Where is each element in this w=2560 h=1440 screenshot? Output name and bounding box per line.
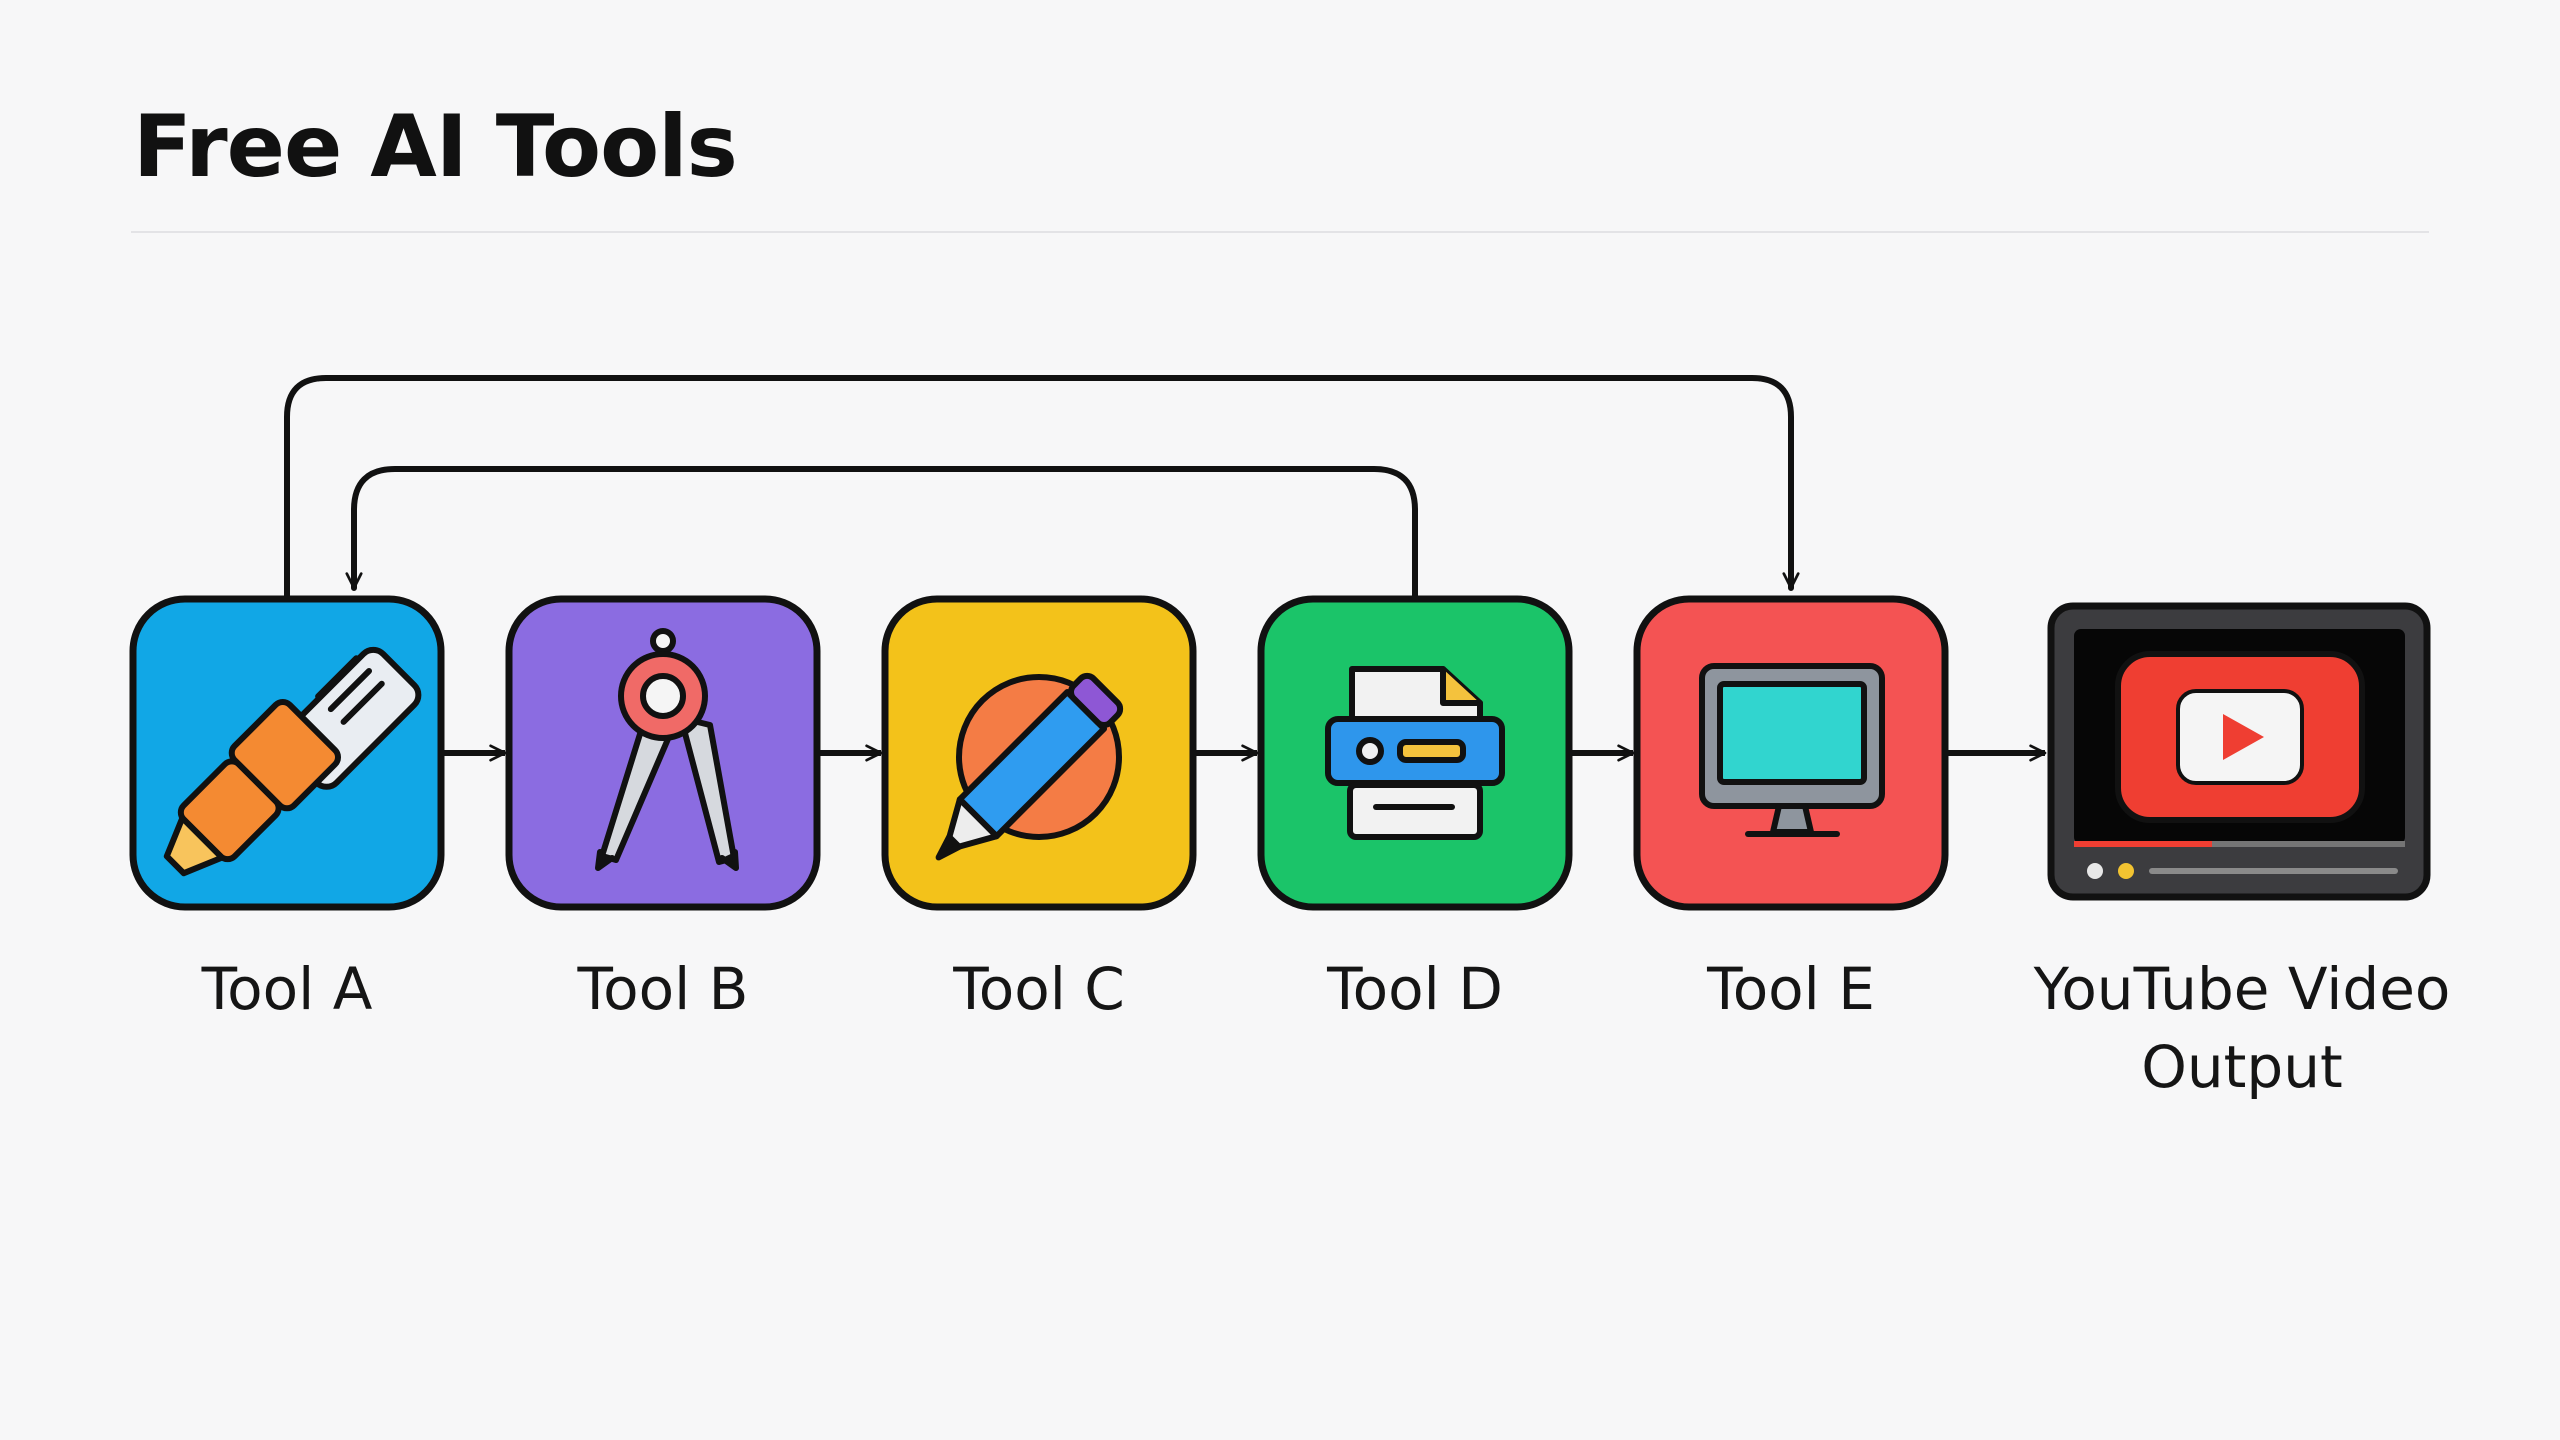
connector-tool-d-to-tool-b bbox=[345, 466, 1418, 600]
tool-d-label: Tool D bbox=[1326, 955, 1503, 1023]
tool-a-label: Tool A bbox=[201, 955, 373, 1023]
node-youtube-output[interactable]: YouTube Video Output bbox=[2033, 602, 2451, 1101]
youtube-output-label-line1: YouTube Video bbox=[2033, 955, 2451, 1023]
tool-b-label: Tool B bbox=[577, 955, 749, 1023]
pencil-icon bbox=[935, 672, 1124, 861]
video-control-dot-yellow bbox=[2118, 863, 2134, 879]
node-tool-e[interactable]: Tool E bbox=[1633, 595, 1949, 1023]
printer-icon bbox=[1325, 666, 1505, 840]
connector-tool-a-to-tool-e bbox=[284, 375, 1800, 600]
node-tool-d[interactable]: Tool D bbox=[1257, 595, 1573, 1023]
monitor-icon bbox=[1699, 663, 1885, 837]
node-tool-b[interactable]: Tool B bbox=[505, 595, 821, 1023]
page-title: Free AI Tools bbox=[133, 97, 738, 197]
tool-e-label: Tool E bbox=[1706, 955, 1875, 1023]
video-control-dot-white bbox=[2087, 863, 2103, 879]
title-divider bbox=[131, 231, 2429, 233]
youtube-video-icon bbox=[2115, 651, 2365, 823]
youtube-output-label-line2: Output bbox=[2141, 1033, 2342, 1101]
highlighter-icon bbox=[163, 646, 422, 877]
tool-c-label: Tool C bbox=[952, 955, 1125, 1023]
drafting-compass-icon bbox=[595, 628, 739, 871]
node-tool-c[interactable]: Tool C bbox=[881, 595, 1197, 1023]
node-tool-a[interactable]: Tool A bbox=[129, 595, 445, 1023]
